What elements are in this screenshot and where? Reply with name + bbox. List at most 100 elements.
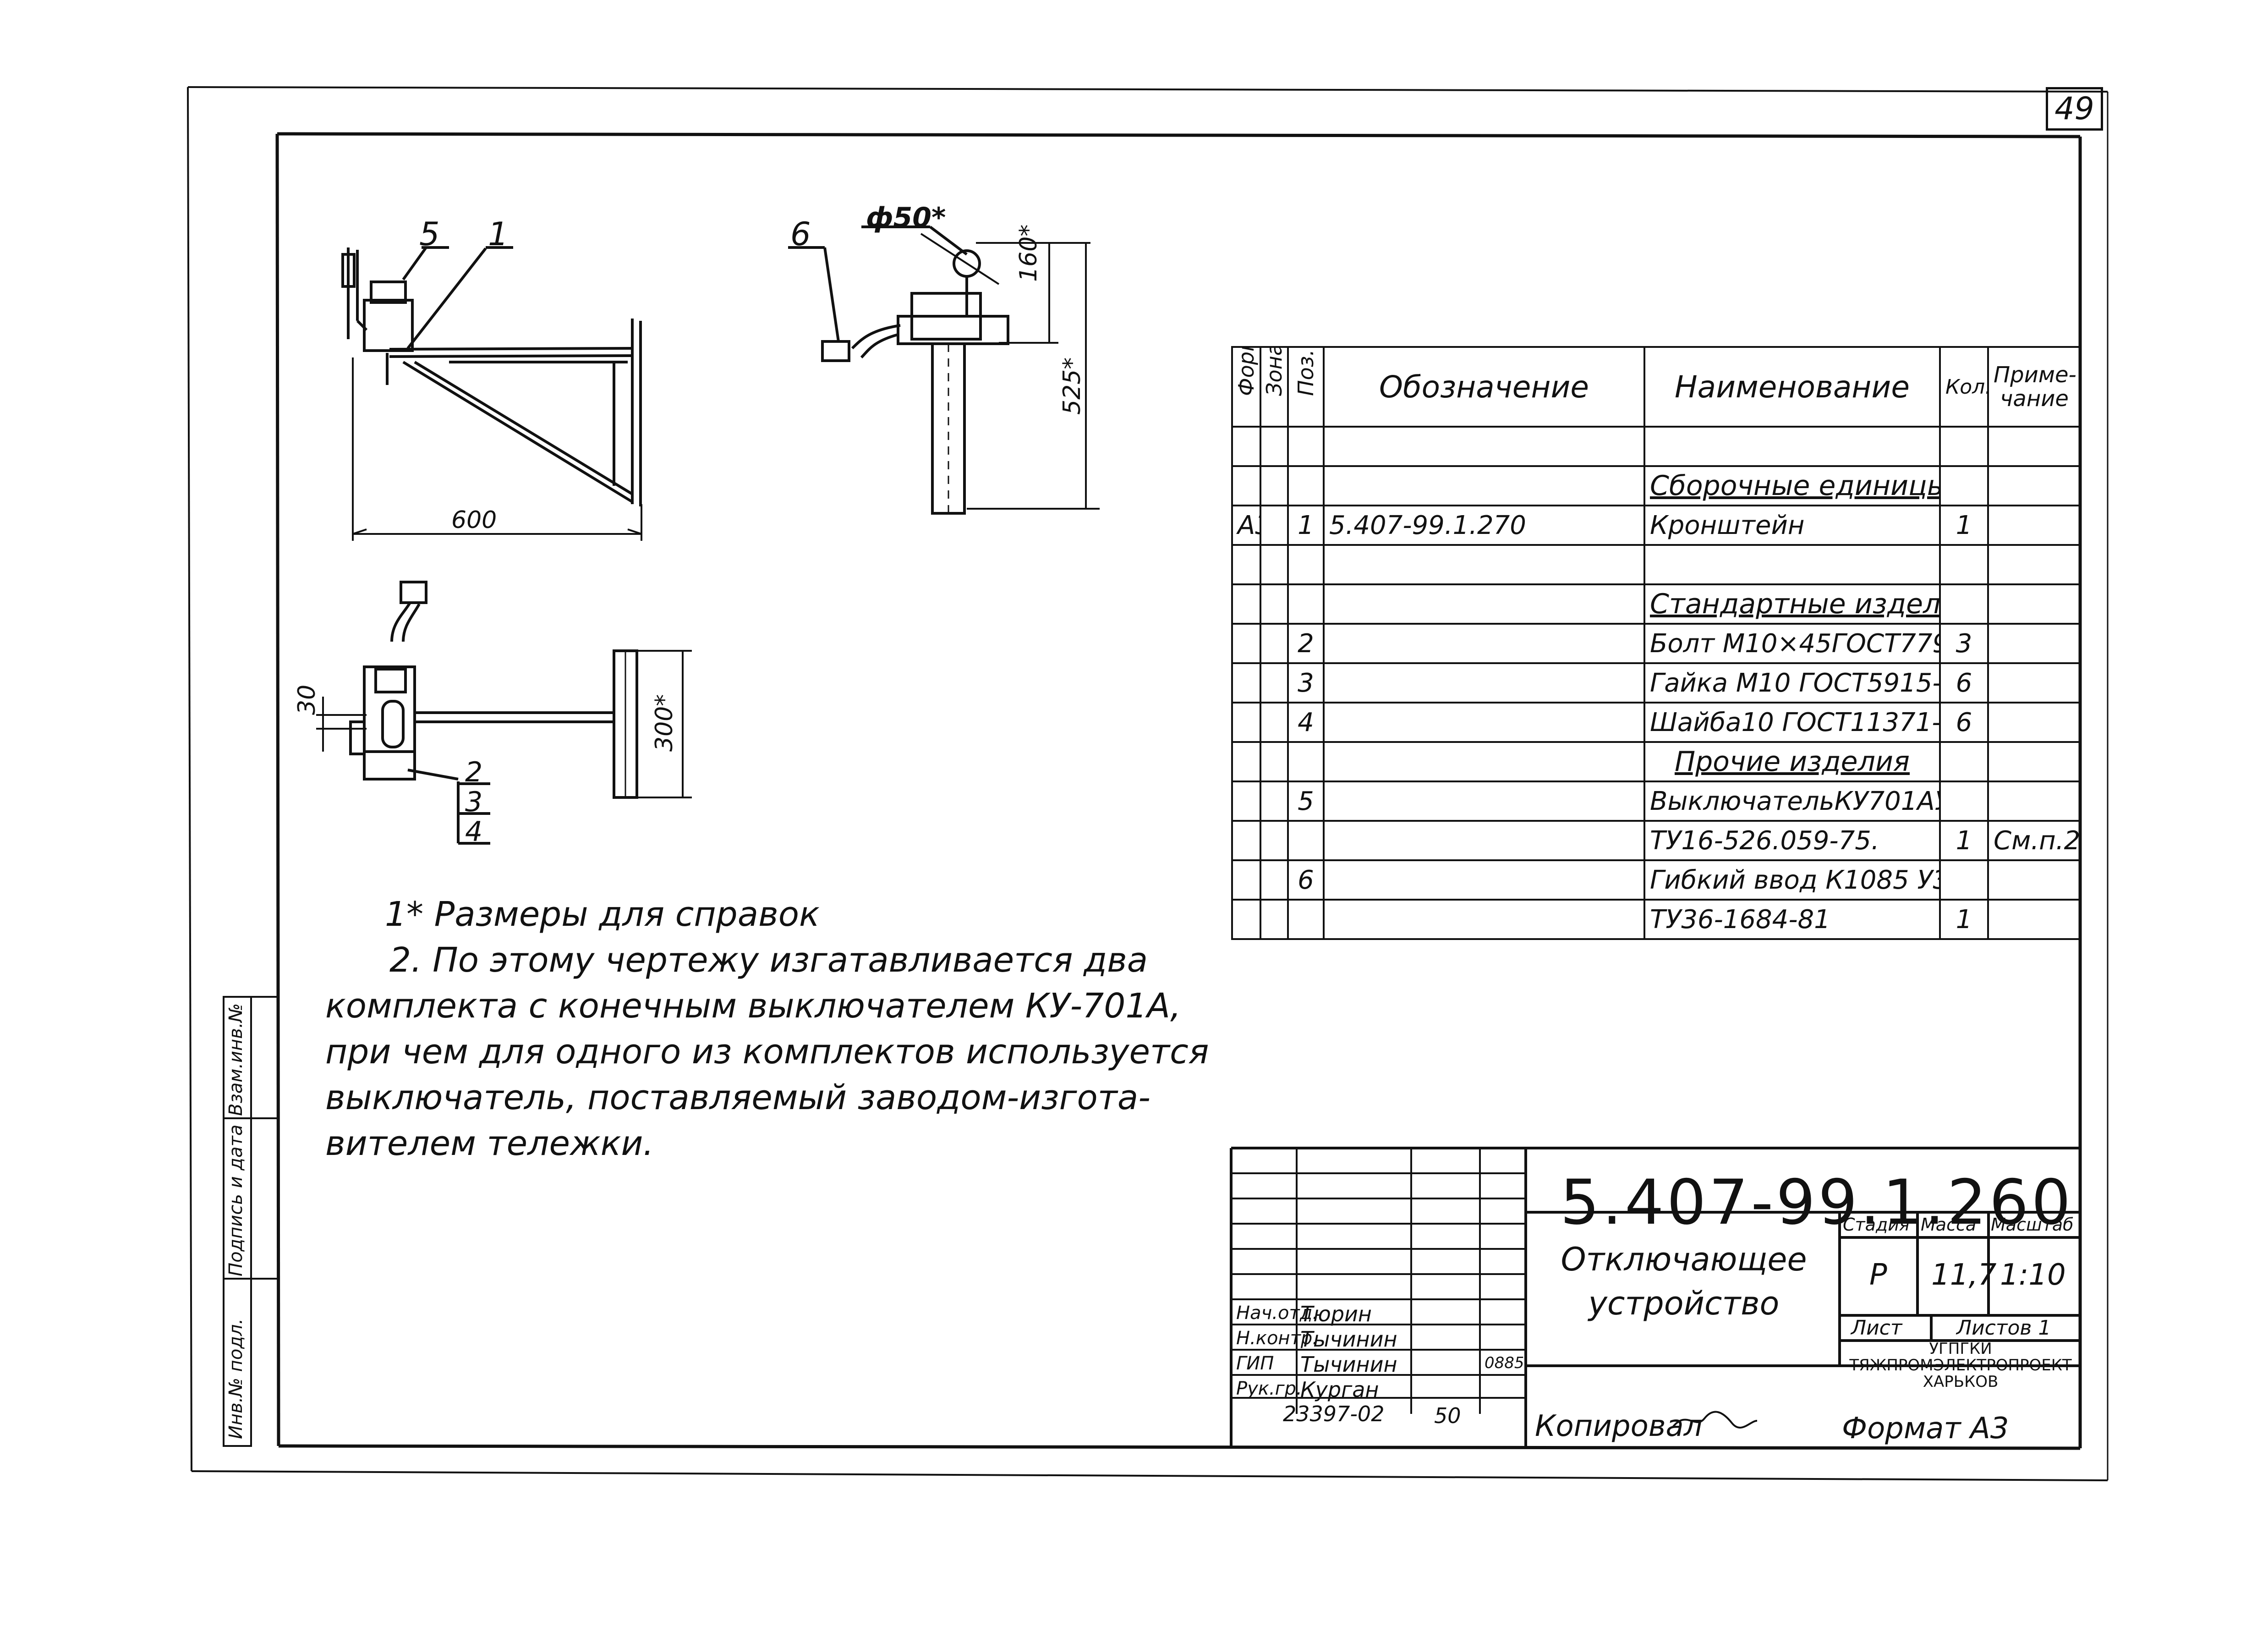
spec-cell-format <box>1231 820 1261 861</box>
margin-podp-data: Подпись и дата <box>225 1124 247 1276</box>
callout-4: 4 <box>465 816 483 848</box>
spec-cell-format <box>1231 859 1261 901</box>
spec-cell-designation <box>1323 623 1645 664</box>
spec-cell-qty: 6 <box>1939 662 1989 704</box>
spec-cell-format <box>1231 899 1261 940</box>
callout-2: 2 <box>465 756 483 788</box>
signature-role: ГИП <box>1236 1353 1274 1374</box>
spec-cell-pos <box>1287 544 1325 585</box>
drawing-notes: 1* Размеры для справок 2. По этому черте… <box>325 891 1209 1166</box>
spec-cell-name: Стандартные изделия <box>1643 583 1941 625</box>
signature-row: Рук.гр.Курган <box>1233 1377 1526 1402</box>
spec-row <box>1231 426 2082 467</box>
spec-cell-format <box>1231 583 1261 625</box>
bottom-code-2: 50 <box>1434 1403 1461 1428</box>
mass-label: Масса <box>1921 1215 1977 1235</box>
spec-cell-designation <box>1323 662 1645 704</box>
spec-cell-qty <box>1939 583 1989 625</box>
dim-30: 30 <box>293 684 321 715</box>
spec-cell-qty: 1 <box>1939 505 1989 546</box>
callout-5: 5 <box>419 215 440 253</box>
spec-cell-name: Кронштейн <box>1643 505 1941 546</box>
spec-cell-format <box>1231 623 1261 664</box>
spec-cell-qty <box>1939 781 1989 822</box>
spec-header-row: Формат Зона Поз. Обозначение Наименовани… <box>1231 346 2082 428</box>
note-line: выключатель, поставляемый заводом-изгота… <box>325 1078 1150 1117</box>
spec-cell-qty <box>1939 859 1989 901</box>
spec-cell-zone <box>1260 623 1289 664</box>
margin-vzam-inv: Взам.инв.№ <box>225 1003 247 1116</box>
dim-160: 160* <box>1015 224 1042 282</box>
copied-signature <box>1671 1411 1758 1429</box>
spec-cell-zone <box>1260 426 1289 467</box>
dim-300: 300* <box>651 694 678 752</box>
signature-name: Тюрин <box>1300 1302 1372 1326</box>
spec-cell-note <box>1987 544 2082 585</box>
spec-cell-name: Болт М10×45ГОСТ7798-70 <box>1643 623 1941 664</box>
spec-cell-format <box>1231 426 1261 467</box>
spec-cell-designation <box>1323 426 1645 467</box>
spec-cell-qty <box>1939 426 1989 467</box>
col-zone: Зона <box>1260 346 1289 428</box>
stage-label: Стадия <box>1843 1215 1910 1235</box>
spec-cell-designation <box>1323 741 1645 782</box>
spec-cell-pos: 1 <box>1287 505 1325 546</box>
note-line: при чем для одного из комплектов использ… <box>325 1032 1209 1072</box>
document-title: Отключающее устройство <box>1561 1241 1807 1322</box>
spec-cell-note <box>1987 859 2082 901</box>
note-line: 2. По этому чертежу изгатавливается два <box>389 940 1148 980</box>
signature-date: 0885 <box>1485 1354 1524 1372</box>
spec-cell-format <box>1231 741 1261 782</box>
spec-cell-name: Сборочные единицы <box>1643 465 1941 506</box>
spec-cell-pos: 5 <box>1287 781 1325 822</box>
bottom-code: 23397-02 <box>1283 1402 1385 1426</box>
col-designation: Обозначение <box>1323 346 1645 428</box>
dim-525: 525* <box>1058 357 1086 415</box>
spec-cell-designation <box>1323 702 1645 743</box>
spec-cell-name: ТУ36-1684-81 <box>1643 899 1941 940</box>
spec-cell-designation <box>1323 583 1645 625</box>
spec-cell-note: См.п.2 <box>1987 820 2082 861</box>
spec-cell-pos <box>1287 583 1325 625</box>
spec-cell-format <box>1231 781 1261 822</box>
note-line: комплекта с конечным выключателем КУ-701… <box>325 986 1181 1026</box>
document-number: 5.407-99.1.260 <box>1560 1166 2074 1238</box>
spec-cell-zone <box>1260 820 1289 861</box>
spec-cell-qty <box>1939 741 1989 782</box>
spec-cell-qty: 6 <box>1939 702 1989 743</box>
spec-cell-pos: 3 <box>1287 662 1325 704</box>
mass-value: 11,7 <box>1931 1258 1997 1292</box>
spec-cell-zone <box>1260 741 1289 782</box>
spec-cell-zone <box>1260 505 1289 546</box>
scale-value: 1:10 <box>2000 1258 2066 1292</box>
spec-cell-note <box>1987 465 2082 506</box>
signature-name: Тычинин <box>1300 1327 1397 1352</box>
signature-name: Тычинин <box>1300 1352 1397 1377</box>
col-name: Наименование <box>1643 346 1941 428</box>
spec-cell-format <box>1231 702 1261 743</box>
callout-1: 1 <box>488 215 509 253</box>
signature-role: Нач.отд. <box>1236 1303 1319 1324</box>
spec-cell-designation: 5.407-99.1.270 <box>1323 505 1645 546</box>
spec-cell-pos: 6 <box>1287 859 1325 901</box>
spec-cell-note <box>1987 505 2082 546</box>
spec-cell-pos <box>1287 741 1325 782</box>
callout-6: 6 <box>790 215 811 253</box>
signature-role: Рук.гр. <box>1236 1378 1302 1399</box>
spec-row <box>1231 544 2082 585</box>
spec-body: Сборочные единицыА315.407-99.1.270Кроншт… <box>1231 426 2082 940</box>
signature-role: Н.контр. <box>1236 1328 1318 1349</box>
spec-cell-name: Шайба10 ГОСТ11371-78 <box>1643 702 1941 743</box>
sheet-label: Лист <box>1851 1316 1902 1340</box>
spec-cell-qty: 3 <box>1939 623 1989 664</box>
spec-cell-name <box>1643 426 1941 467</box>
spec-cell-format <box>1231 662 1261 704</box>
spec-cell-name: Прочие изделия <box>1643 741 1941 782</box>
spec-cell-note <box>1987 899 2082 940</box>
stage-value: Р <box>1869 1258 1887 1292</box>
